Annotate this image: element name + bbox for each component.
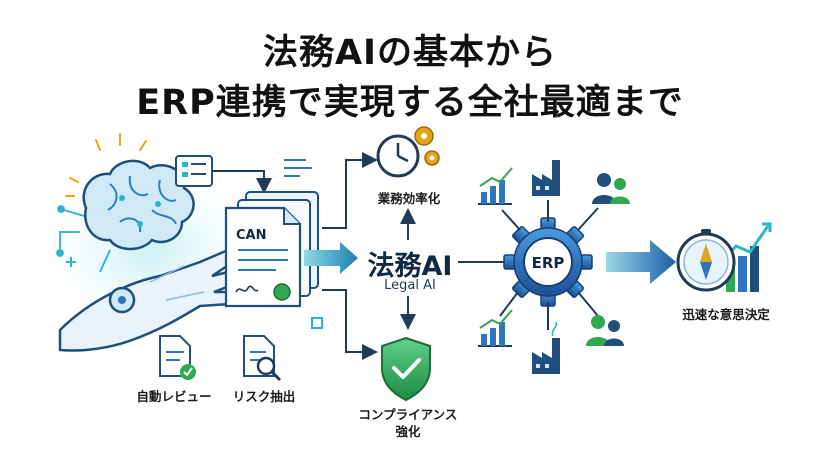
auto-review-label: 自動レビュー (136, 389, 212, 404)
legal-ai-label: 法務AI (367, 251, 453, 282)
shield-check-icon (381, 336, 431, 402)
contract-document-stack (224, 191, 319, 308)
circuit-lines (56, 205, 111, 273)
compliance-label-line2: 強化 (395, 424, 421, 439)
people-icon (586, 315, 624, 346)
output-arrow (606, 240, 676, 284)
decorative-square (311, 317, 323, 329)
erp-label: ERP (532, 254, 565, 272)
compass-chart-icon (676, 222, 772, 292)
people-icon (592, 173, 630, 204)
erp-gear-icon (503, 217, 593, 307)
sparkle-icons (65, 133, 147, 197)
auto-review-icon (159, 335, 196, 380)
title-line-2: ERP連携で実現する全社最適まで (136, 83, 684, 123)
document-header-text: CAN (236, 228, 266, 243)
compliance-label-line1: コンプライアンス (358, 407, 458, 422)
title-line-1: 法務AIの基本から (262, 33, 558, 73)
bar-chart-icon (478, 309, 513, 347)
risk-search-icon (243, 335, 282, 382)
input-arrow (304, 242, 358, 274)
risk-extraction-label: リスク抽出 (232, 389, 296, 404)
decision-label: 迅速な意思決定 (682, 307, 770, 322)
clock-gears-icon (376, 126, 440, 178)
doc-connector-arrow (212, 170, 272, 194)
erp-spokes (499, 200, 599, 330)
small-document-icon (175, 155, 213, 187)
factory-icon (532, 321, 560, 374)
legal-ai-english-label: Legal AI (384, 278, 436, 293)
center-connectors (322, 152, 512, 360)
brain-icon (82, 159, 195, 251)
factory-icon (532, 160, 560, 196)
bar-chart-icon (478, 167, 513, 205)
efficiency-label: 業務効率化 (377, 191, 441, 206)
dash-lines-icon (284, 159, 312, 177)
